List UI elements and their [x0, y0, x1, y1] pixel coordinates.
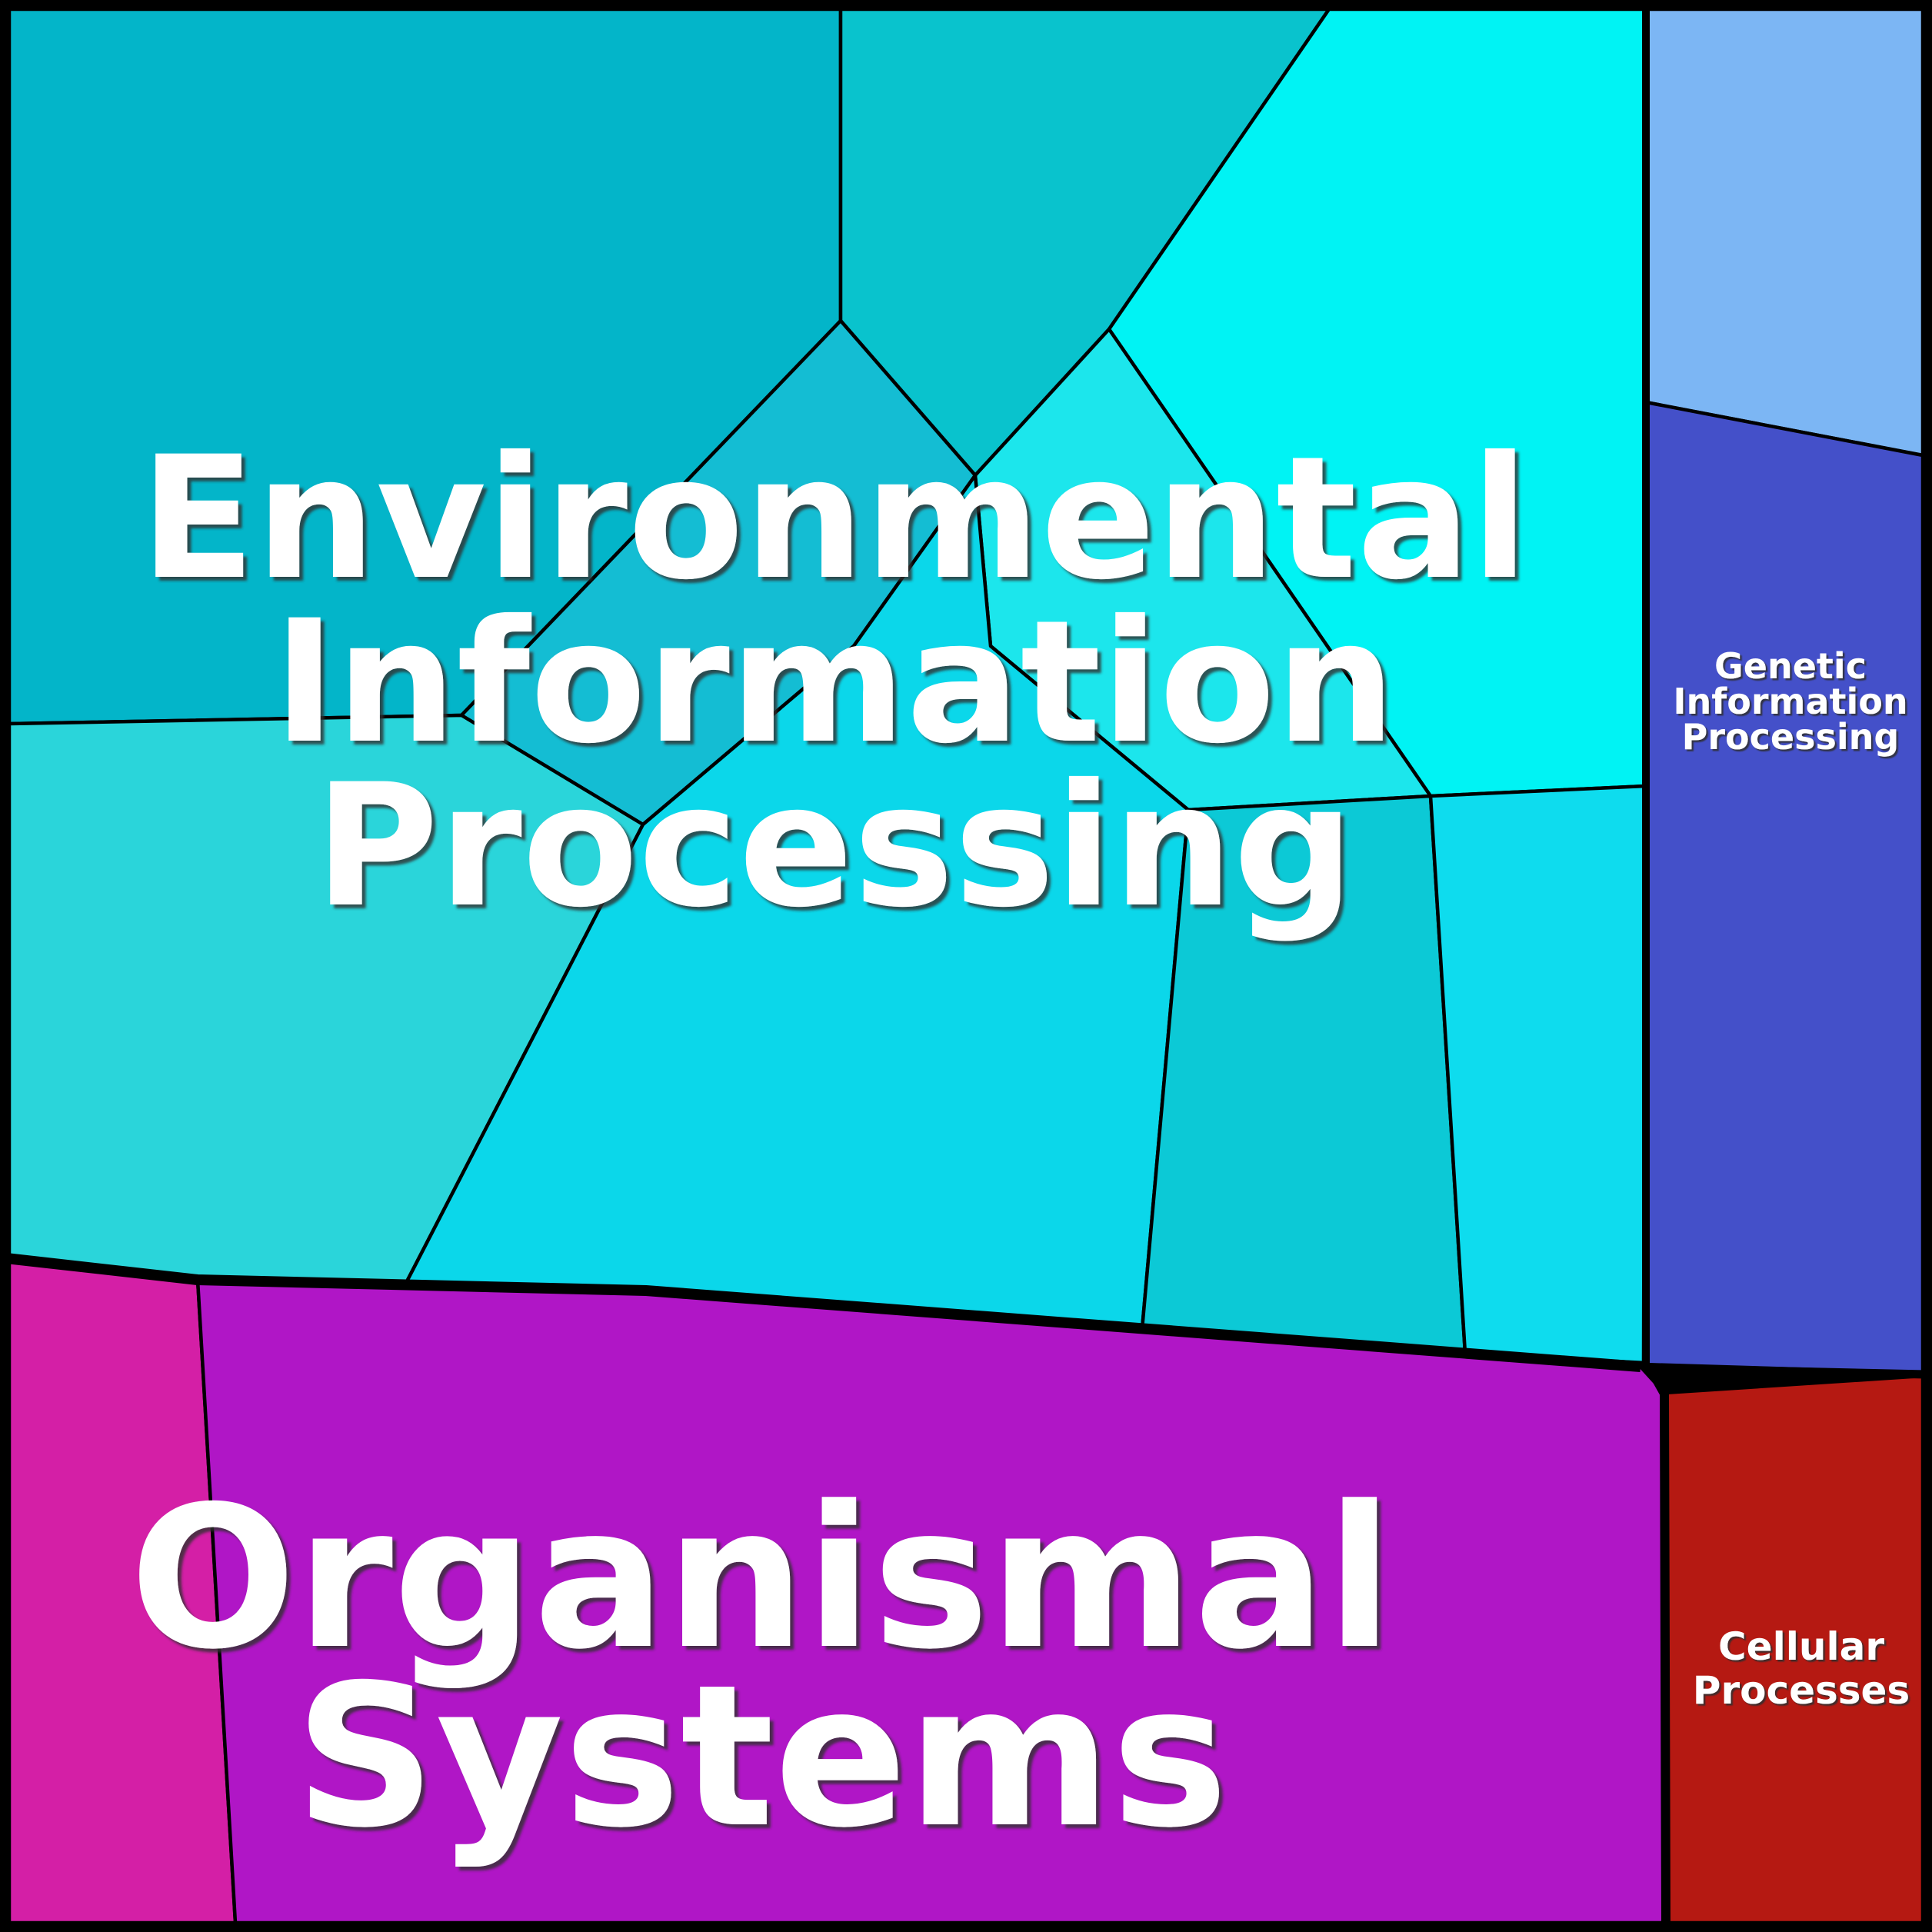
- group-borders-layer: [5, 5, 1927, 1928]
- cells-layer: Environmental Information ProcessingEnvi…: [7, 7, 1925, 1925]
- label-environmental-information-processing-line-2: Information: [273, 584, 1396, 781]
- label-genetic-information-processing-line-2: Information: [1673, 681, 1907, 722]
- label-environmental-information-processing-line-1: Environmental: [140, 420, 1529, 617]
- label-cellular-processes-line-1: Cellular: [1718, 1624, 1884, 1669]
- label-cellular-processes-line-2: Processes: [1693, 1668, 1910, 1713]
- env-org-border: [5, 1253, 1641, 1372]
- org-cellular-border: [1645, 1365, 1671, 1928]
- cell-env-bottom-right-2: Environmental Information Processing: [1428, 784, 1648, 1365]
- label-environmental-information-processing-line-3: Processing: [315, 748, 1354, 944]
- gen-cellular-border: [1650, 1364, 1927, 1379]
- cell-gen-light-blue: Genetic Information Processing: [1644, 7, 1925, 458]
- cell-gen-dark-blue: Genetic Information Processing: [1641, 400, 1925, 1375]
- label-genetic-information-processing-line-1: Genetic: [1714, 645, 1867, 687]
- label-organismal-systems-line-2: Systems: [295, 1643, 1228, 1871]
- label-organismal-systems-line-1: Organismal: [129, 1464, 1393, 1693]
- label-genetic-information-processing-line-3: Processing: [1682, 716, 1900, 758]
